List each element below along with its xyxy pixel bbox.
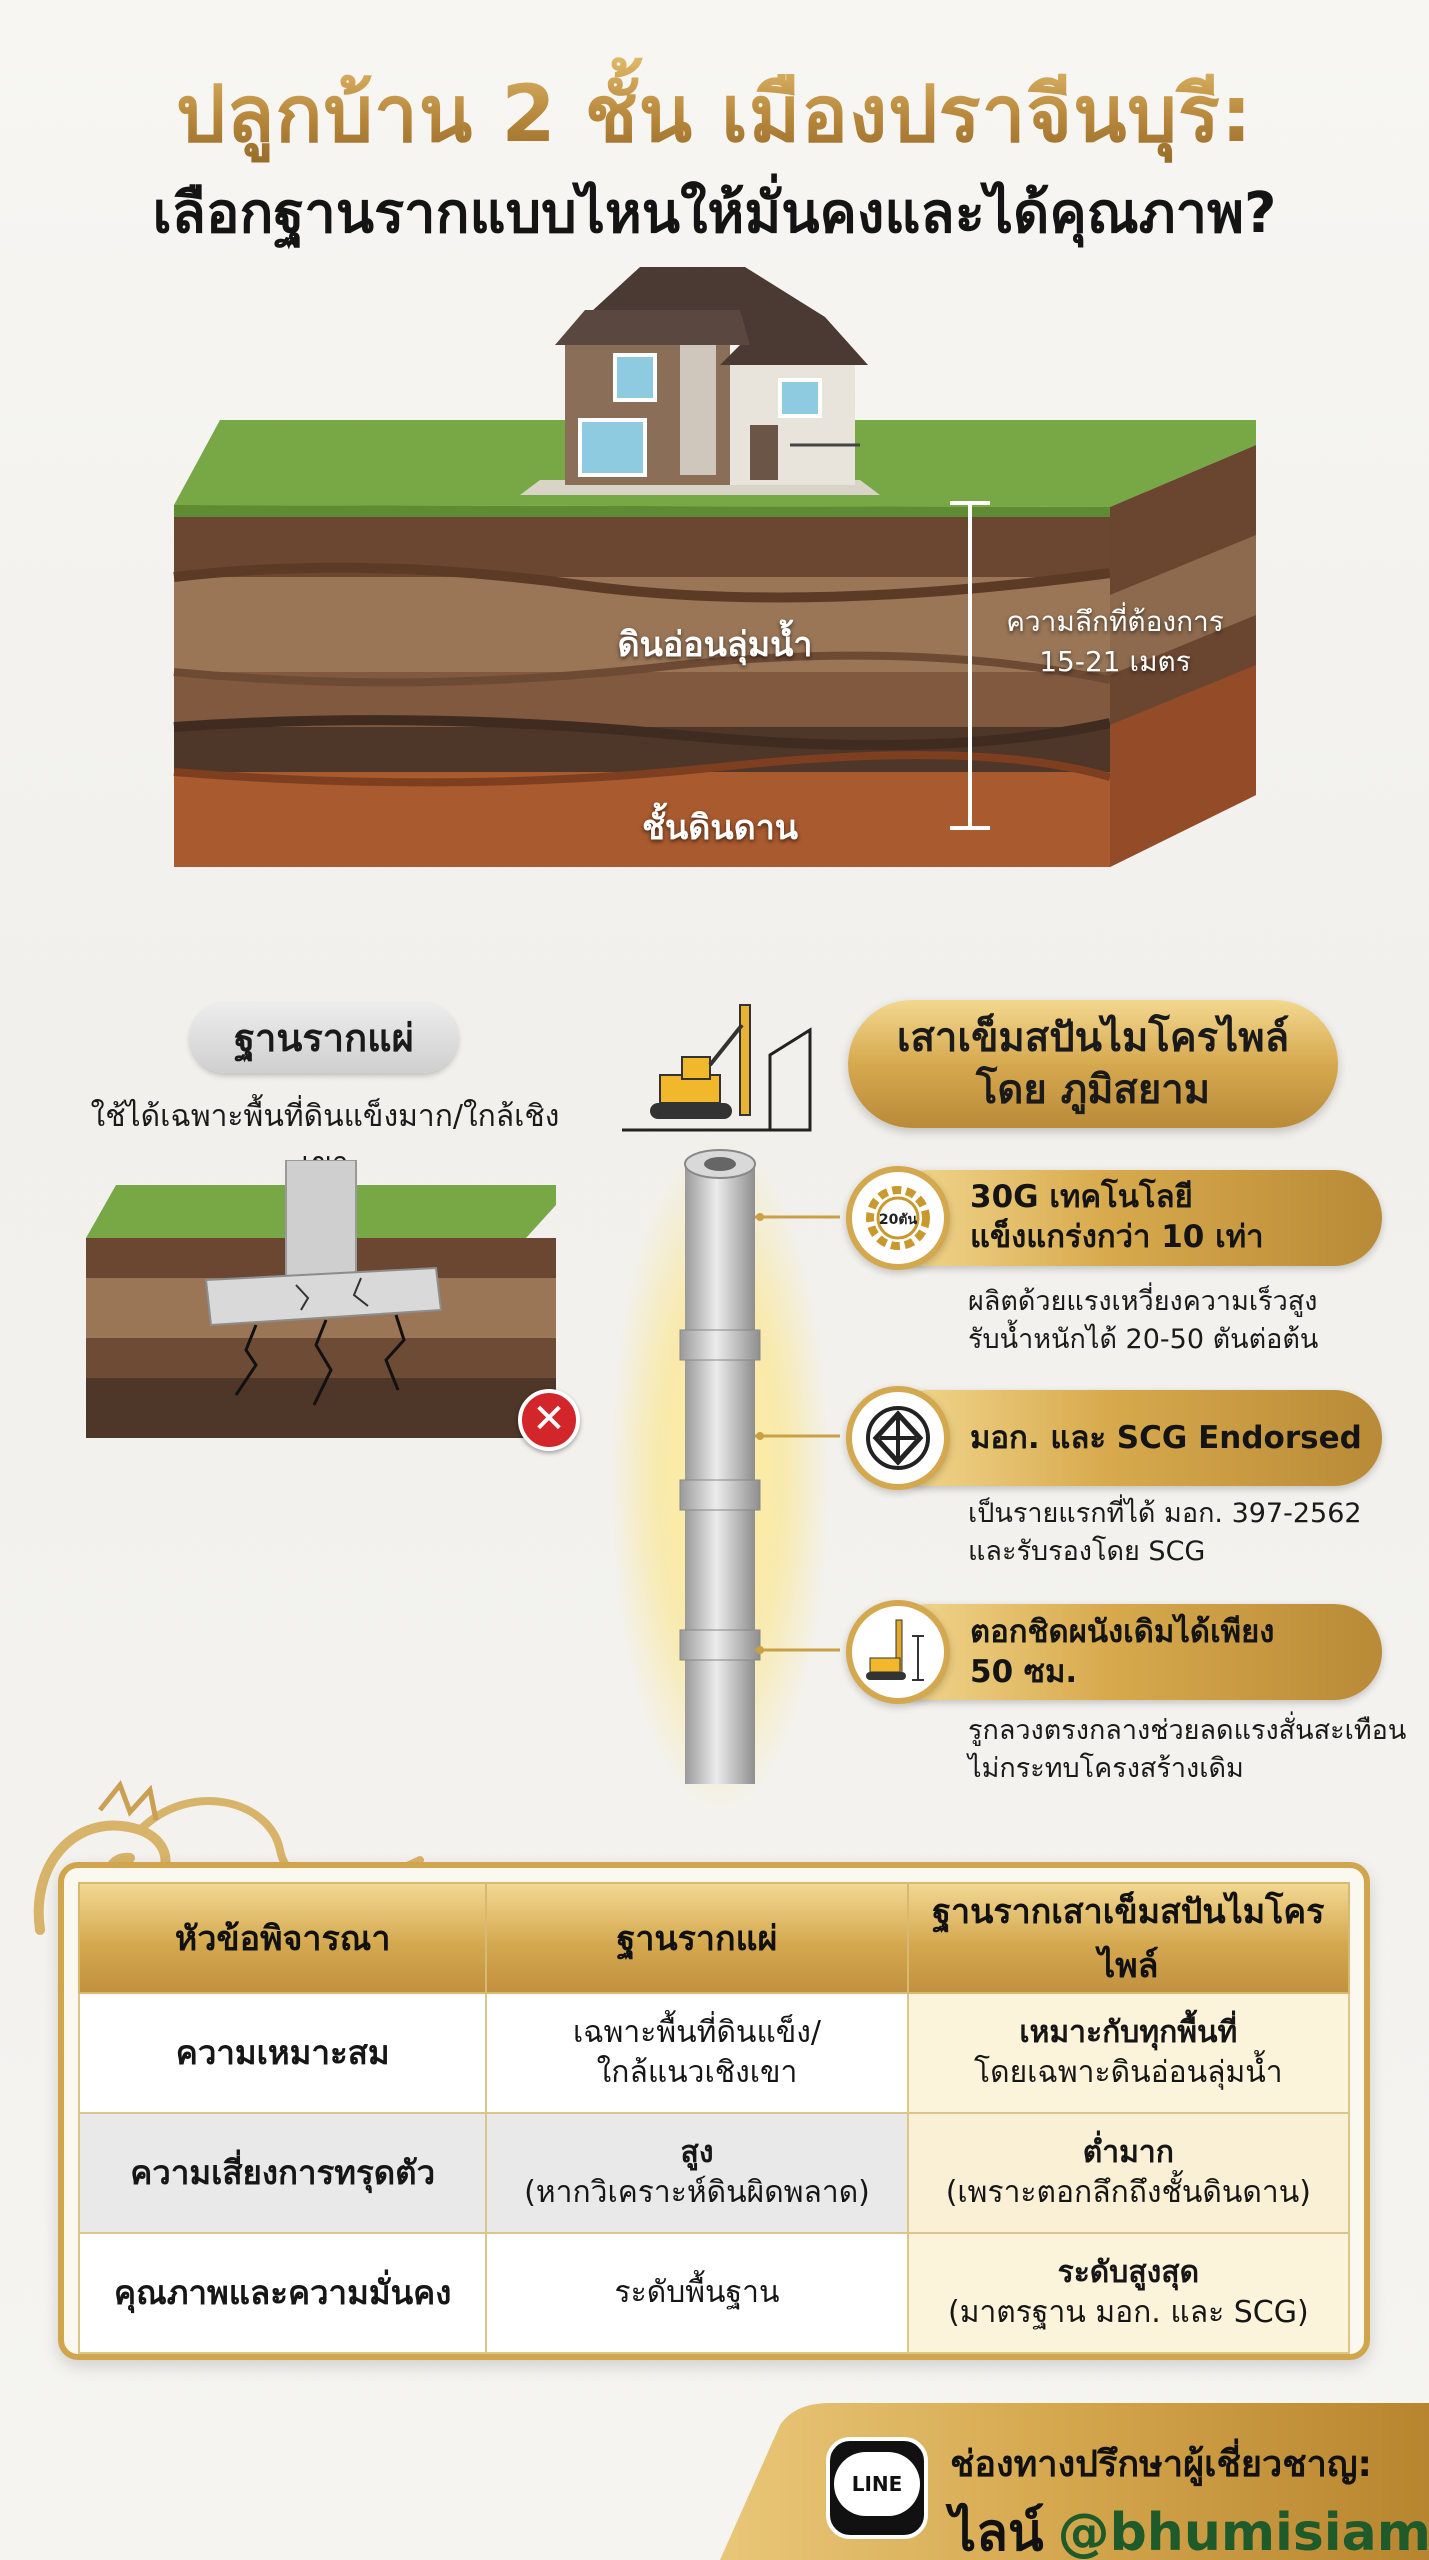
- feature-30g-description: ผลิตด้วยแรงเหวี่ยงความเร็วสูง รับน้ำหนัก…: [968, 1283, 1408, 1359]
- shallow-cell-line2: ใกล้แนวเชิงเขา: [596, 2055, 798, 2090]
- depth-label: ความลึกที่ต้องการ: [1006, 605, 1224, 638]
- micropile-cell-line2: (เพราะตอกลึกถึงชั้นดินดาน): [945, 2175, 1311, 2210]
- feature-30g-desc-line1: ผลิตด้วยแรงเหวี่ยงความเร็วสูง: [968, 1286, 1318, 1317]
- micropile-cell: ต่ำมาก (เพราะตอกลึกถึงชั้นดินดาน): [906, 2112, 1351, 2234]
- shallow-foundation-illustration: [86, 1160, 556, 1438]
- micropile-illustration: [610, 1140, 840, 1810]
- gear-20-icon: 20ตัน: [846, 1166, 950, 1270]
- feature-30g-bar: [880, 1170, 1382, 1266]
- soft-soil-label: ดินอ่อนลุ่มน้ำ: [617, 625, 813, 665]
- shallow-cell-line1: ระดับพื้นฐาน: [614, 2275, 780, 2310]
- feature-close-wall-title-line2: 50 ซม.: [970, 1654, 1078, 1690]
- feature-tis-scg-bar: [880, 1390, 1382, 1486]
- shallow-foundation-title: ฐานรากแผ่: [190, 1003, 458, 1073]
- shallow-cell: สูง (หากวิเคราะห์ดินผิดพลาด): [485, 2112, 909, 2234]
- table-row: คุณภาพและความมั่นคง ระดับพื้นฐาน ระดับสู…: [77, 2232, 1351, 2354]
- feature-30g-title: 30G เทคโนโลยี แข็งแกร่งกว่า 10 เท่า: [970, 1177, 1370, 1257]
- shallow-cell-line1: เฉพาะพื้นที่ดินแข็ง/: [572, 2015, 822, 2050]
- feature-close-wall-desc-line1: รูกลวงตรงกลางช่วยลดแรงสั่นสะเทือน: [968, 1715, 1407, 1746]
- line-handle[interactable]: @bhumisiam: [1057, 2503, 1429, 2560]
- bedrock-label: ชั้นดินดาน: [641, 808, 799, 848]
- header-micropile: ฐานรากเสาเข็มสปันไมโครไพล์: [906, 1882, 1351, 1994]
- feature-30g-title-line2: แข็งแกร่งกว่า 10 เท่า: [970, 1219, 1264, 1255]
- table-row: ความเสี่ยงการทรุดตัว สูง (หากวิเคราะห์ดิ…: [77, 2112, 1351, 2234]
- depth-annotation: ความลึกที่ต้องการ 15-21 เมตร: [960, 602, 1270, 682]
- micropile-cell-line2: (มาตรฐาน มอก. และ SCG): [947, 2295, 1309, 2330]
- shallow-cell-line2: (หากวิเคราะห์ดินผิดพลาด): [524, 2175, 870, 2210]
- line-channel-label: ไลน์: [950, 2503, 1044, 2560]
- page-title: ปลูกบ้าน 2 ชั้น เมืองปราจีนบุรี:: [0, 52, 1429, 176]
- line-contact[interactable]: ไลน์@bhumisiam: [950, 2490, 1429, 2560]
- feature-30g-title-line1: 30G เทคโนโลยี: [970, 1179, 1193, 1215]
- depth-value: 15-21 เมตร: [1039, 645, 1191, 678]
- gear-badge-text: 20ตัน: [879, 1212, 918, 1228]
- table-header-row: หัวข้อพิจารณา ฐานรากแผ่ ฐานรากเสาเข็มสปั…: [77, 1882, 1351, 1994]
- house-illustration: [520, 267, 880, 495]
- criterion-cell: ความเสี่ยงการทรุดตัว: [77, 2112, 488, 2234]
- shallow-cell-line1: สูง: [680, 2135, 714, 2170]
- criterion-cell: คุณภาพและความมั่นคง: [77, 2232, 488, 2354]
- micropile-cell: เหมาะกับทุกพื้นที่ โดยเฉพาะดินอ่อนลุ่มน้…: [906, 1992, 1351, 2114]
- feature-tis-scg-description: เป็นรายแรกที่ได้ มอก. 397-2562 และรับรอง…: [968, 1495, 1408, 1571]
- micropile-cell-line1: เหมาะกับทุกพื้นที่: [1019, 2015, 1238, 2050]
- comparison-table: หัวข้อพิจารณา ฐานรากแผ่ ฐานรากเสาเข็มสปั…: [77, 1882, 1351, 2354]
- page-subtitle: เลือกฐานรากแบบไหนให้มั่นคงและได้คุณภาพ?: [152, 181, 1277, 246]
- x-icon: ✕: [518, 1389, 580, 1451]
- feature-30g-desc-line2: รับน้ำหนักได้ 20-50 ตันต่อต้น: [968, 1324, 1319, 1355]
- feature-close-wall-title-line1: ตอกชิดผนังเดิมได้เพียง: [970, 1614, 1275, 1650]
- header-shallow: ฐานรากแผ่: [485, 1882, 909, 1994]
- micropile-cell-line1: ต่ำมาก: [1082, 2135, 1174, 2170]
- shallow-cell: เฉพาะพื้นที่ดินแข็ง/ ใกล้แนวเชิงเขา: [485, 1992, 909, 2114]
- shallow-cell: ระดับพื้นฐาน: [485, 2232, 909, 2354]
- table-row: ความเหมาะสม เฉพาะพื้นที่ดินแข็ง/ ใกล้แนว…: [77, 1992, 1351, 2114]
- standard-mark-icon: [846, 1386, 950, 1490]
- micropile-cell: ระดับสูงสุด (มาตรฐาน มอก. และ SCG): [906, 2232, 1351, 2354]
- line-logo-text: LINE: [834, 2452, 920, 2516]
- pile-driver-rig-icon: [622, 1004, 812, 1132]
- micropile-title-line2: โดย ภูมิสยาม: [975, 1067, 1211, 1113]
- micropile-title: เสาเข็มสปันไมโครไพล์ โดย ภูมิสยาม: [848, 1000, 1338, 1128]
- micropile-cell-line2: โดยเฉพาะดินอ่อนลุ่มน้ำ: [974, 2055, 1283, 2090]
- contact-label: ช่องทางปรึกษาผู้เชี่ยวชาญ:: [950, 2444, 1372, 2485]
- pile-rig-icon: [846, 1600, 950, 1704]
- soil-cross-section: [173, 267, 1256, 867]
- feature-close-wall-bar: [880, 1604, 1382, 1700]
- feature-tis-scg-desc-line2: และรับรองโดย SCG: [968, 1536, 1206, 1567]
- feature-tis-scg-title: มอก. และ SCG Endorsed: [970, 1420, 1362, 1456]
- micropile-cell-line1: ระดับสูงสุด: [1057, 2255, 1200, 2290]
- header-criterion: หัวข้อพิจารณา: [77, 1882, 488, 1994]
- micropile-title-line1: เสาเข็มสปันไมโครไพล์: [896, 1015, 1290, 1061]
- criterion-cell: ความเหมาะสม: [77, 1992, 488, 2114]
- feature-tis-scg-desc-line1: เป็นรายแรกที่ได้ มอก. 397-2562: [968, 1498, 1362, 1529]
- feature-close-wall-description: รูกลวงตรงกลางช่วยลดแรงสั่นสะเทือน ไม่กระ…: [968, 1712, 1408, 1788]
- feature-close-wall-title: ตอกชิดผนังเดิมได้เพียง 50 ซม.: [970, 1612, 1370, 1692]
- feature-close-wall-desc-line2: ไม่กระทบโครงสร้างเดิม: [968, 1753, 1244, 1784]
